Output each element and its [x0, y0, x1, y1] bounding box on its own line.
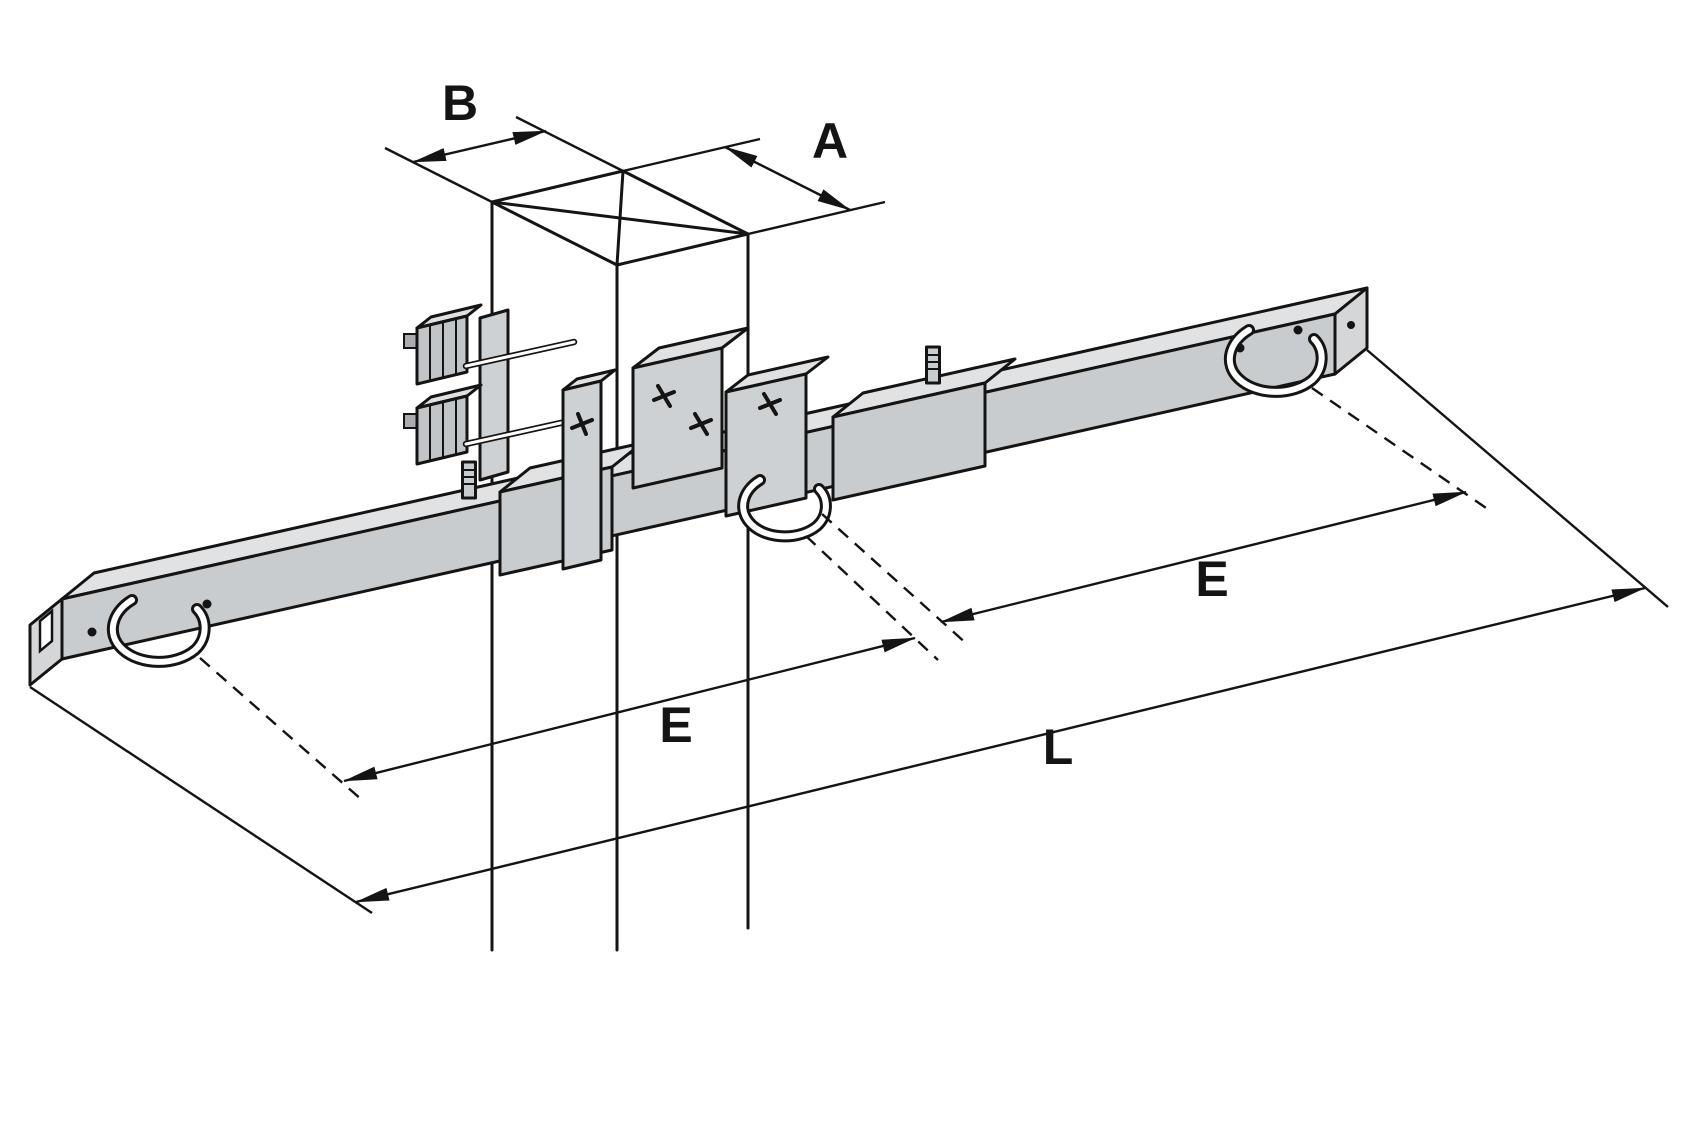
bracket-plate-a — [631, 326, 750, 490]
post-left-face — [492, 202, 617, 950]
wire-hook-right — [1224, 324, 1328, 398]
clamp-block-lower — [403, 383, 483, 466]
dashed-reference-line — [1311, 387, 1493, 513]
dimension-b: B — [384, 75, 624, 204]
wire-hook-center — [737, 474, 832, 543]
clamp-block-upper — [403, 303, 483, 386]
beam-right-end-face — [1333, 286, 1369, 376]
beam-left-end-hole — [38, 608, 54, 654]
bracket-plate-b — [724, 355, 830, 518]
screw-cross-icon — [762, 392, 778, 416]
dashed-reference-line — [805, 535, 939, 661]
dashed-reference-line — [821, 513, 969, 646]
wire-hook-left — [107, 594, 211, 668]
screw-cross-icon — [693, 412, 709, 436]
dimension-l: L — [29, 349, 1669, 915]
rivet-dot — [1347, 321, 1355, 329]
extension-line — [515, 115, 624, 173]
threaded-stud-left — [461, 460, 477, 500]
threaded-stud-right — [925, 345, 941, 385]
dim-label-l: L — [1043, 719, 1074, 775]
bracket-strip — [561, 368, 617, 571]
rivet-dot — [202, 599, 212, 609]
clamp-bolt-rods — [462, 338, 578, 448]
extension-line — [29, 685, 373, 915]
rivet-dot — [1293, 325, 1303, 335]
extension-line — [747, 200, 886, 236]
sleeve-right-front — [831, 381, 987, 502]
dimension-a: A — [622, 113, 886, 236]
dashed-reference-line — [199, 657, 363, 801]
post-cap-fold-line — [615, 169, 625, 267]
clamp-assembly — [403, 303, 1017, 577]
screw-cross-icon — [656, 384, 672, 408]
dim-label-e-left: E — [659, 697, 692, 753]
extension-line — [622, 137, 761, 173]
dim-label-b: B — [442, 75, 478, 131]
dimension-line-b — [412, 129, 547, 164]
rivet-dot — [87, 627, 97, 637]
extension-line — [384, 146, 493, 204]
dimension-line-a — [724, 145, 851, 212]
wire-hooks — [107, 324, 1328, 668]
extension-line — [1366, 349, 1669, 608]
screw-cross-icon — [576, 412, 588, 436]
dimension-line-l — [355, 586, 1646, 904]
dim-label-a: A — [812, 113, 848, 169]
dim-label-e-right: E — [1195, 551, 1228, 607]
back-pressure-plate — [478, 308, 510, 482]
